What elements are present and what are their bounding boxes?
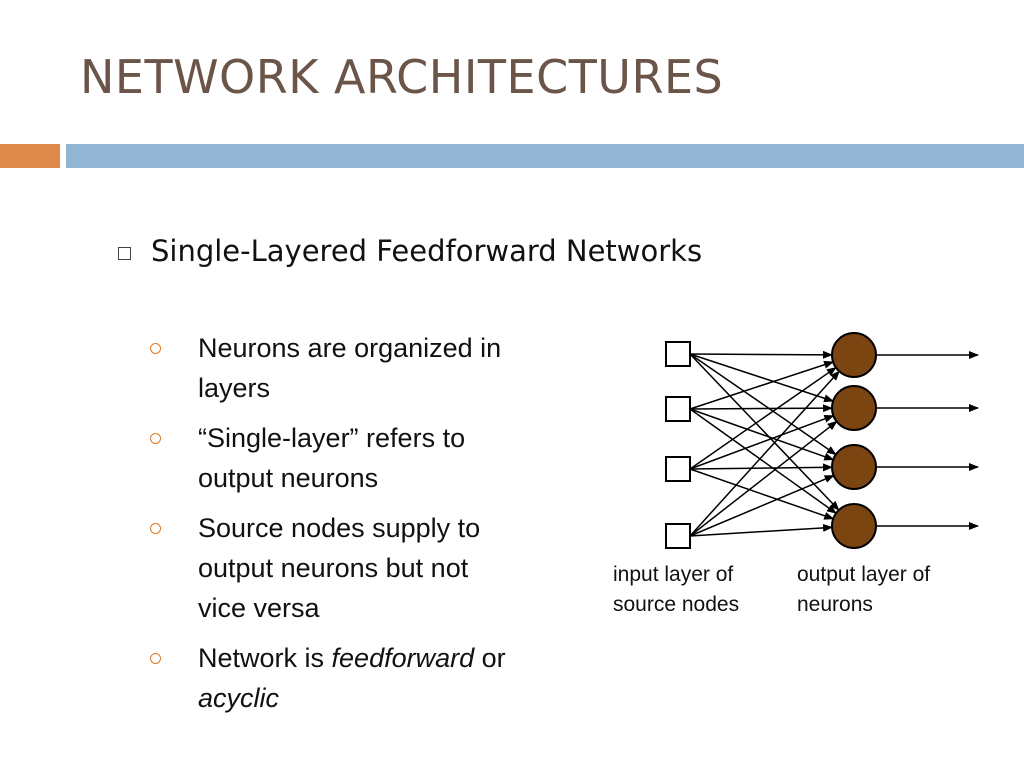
network-diagram-svg <box>665 332 979 549</box>
section-heading: Single-Layered Feedforward Networks <box>151 234 703 268</box>
input-node <box>665 396 691 422</box>
output-neuron <box>831 503 877 549</box>
bullet-text: output neurons <box>198 463 379 493</box>
ring-bullet-icon <box>150 653 161 664</box>
square-bullet-icon <box>118 246 131 260</box>
output-neurons <box>831 332 877 549</box>
connection-arrow <box>689 353 835 403</box>
connection-arrow <box>689 414 835 470</box>
connection-arrow <box>689 370 840 537</box>
list-item: “Single-layer” refers to output neurons <box>150 418 600 498</box>
output-neuron <box>831 385 877 431</box>
list-item: Network is feedforward or acyclic <box>150 638 600 718</box>
list-item: Neurons are organized in layers <box>150 328 600 408</box>
bullet-text: Source nodes supply to <box>198 513 481 543</box>
output-neuron <box>831 332 877 378</box>
accent-bar-blue <box>66 144 1024 168</box>
connection-arrow <box>689 474 835 537</box>
ring-bullet-icon <box>150 343 161 354</box>
output-layer-caption: output layer of neurons <box>797 560 930 620</box>
input-node <box>665 523 691 549</box>
bullet-text-line: Network is feedforward or <box>198 638 600 678</box>
connection-arrow <box>689 463 834 472</box>
connection-arrow <box>689 353 837 456</box>
input-node <box>665 341 691 367</box>
emphasis-feedforward: feedforward <box>331 643 475 673</box>
input-nodes <box>665 341 691 549</box>
connection-arrow <box>689 360 835 410</box>
bullet-text: “Single-layer” refers to <box>198 423 466 453</box>
connection-arrow <box>689 366 837 470</box>
input-layer-caption: input layer of source nodes <box>613 560 739 620</box>
connection-arrow <box>689 468 835 520</box>
emphasis-acyclic: acyclic <box>198 683 280 713</box>
heading-row: Single-Layered Feedforward Networks <box>118 234 702 268</box>
caption-line: source nodes <box>613 593 740 616</box>
bullet-text: Network is <box>198 643 332 673</box>
ring-bullet-icon <box>150 433 161 444</box>
connection-arrow <box>689 350 834 359</box>
connection-arrow <box>689 404 834 413</box>
network-diagram <box>600 320 1000 555</box>
connections <box>689 350 840 537</box>
slide-title: NETWORK ARCHITECTURES <box>80 50 724 104</box>
connection-arrow <box>689 523 834 537</box>
input-node <box>665 456 691 482</box>
bullet-list: Neurons are organized in layers “Single-… <box>150 328 600 728</box>
bullet-text: or <box>474 643 506 673</box>
caption-line: input layer of <box>613 563 734 586</box>
connection-arrow <box>689 420 838 537</box>
connection-arrow <box>689 353 840 511</box>
bullet-text: vice versa <box>198 593 320 623</box>
accent-bar-orange <box>0 144 60 168</box>
output-arrows <box>876 351 979 530</box>
list-item: Source nodes supply to output neurons bu… <box>150 508 600 628</box>
bullet-text: output neurons but not <box>198 553 469 583</box>
connection-arrow <box>689 408 835 461</box>
bullet-text: Neurons are organized in <box>198 333 502 363</box>
connection-arrow <box>689 408 837 514</box>
caption-line: neurons <box>797 593 873 616</box>
bullet-text-line: acyclic <box>198 678 600 718</box>
caption-line: output layer of <box>797 563 931 586</box>
bullet-text: layers <box>198 373 271 403</box>
output-neuron <box>831 444 877 490</box>
ring-bullet-icon <box>150 523 161 534</box>
